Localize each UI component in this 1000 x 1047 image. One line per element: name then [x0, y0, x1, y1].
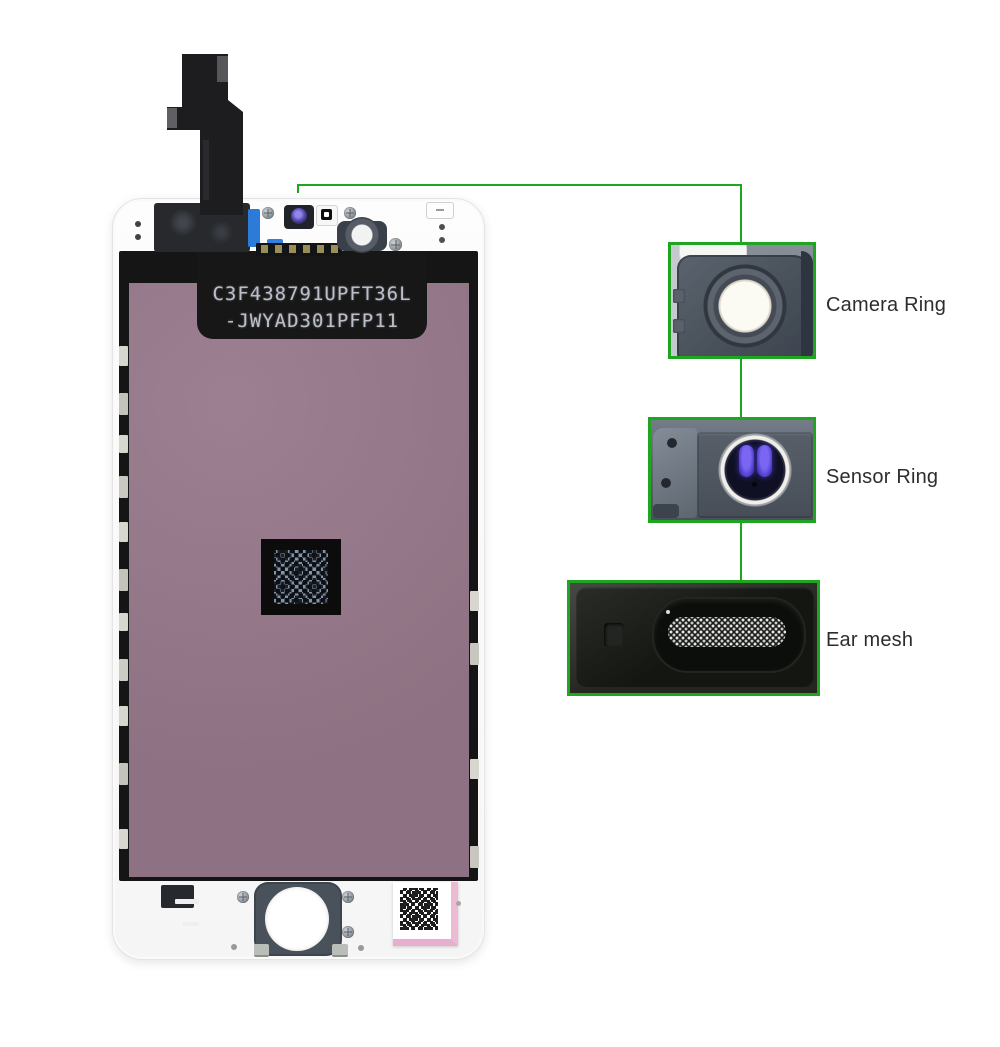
metal-bracket	[332, 944, 348, 957]
camera-ring-shadow-edge	[801, 251, 813, 356]
frame-clip	[470, 643, 479, 665]
frame-hole	[358, 945, 364, 951]
connector-horizontal-line	[298, 184, 742, 186]
qr-sticker-pattern	[400, 888, 438, 930]
ear-mesh-photo	[567, 580, 820, 696]
blue-tape	[248, 209, 260, 247]
sensor-ring-label: Sensor Ring	[826, 466, 939, 488]
earpiece-speaker	[344, 217, 380, 253]
metal-bracket	[254, 944, 269, 957]
camera-holder-dot	[324, 212, 329, 217]
sensor-ring-foot	[653, 504, 679, 518]
frame-clip	[119, 659, 128, 681]
screw	[344, 207, 356, 219]
qr-sticker	[393, 882, 458, 946]
frame-clip	[119, 522, 128, 542]
screw	[342, 926, 354, 938]
frame-clip	[119, 829, 128, 849]
screw	[237, 891, 249, 903]
ear-mesh-label: Ear mesh	[826, 629, 914, 651]
proximity-sensor-lobe	[739, 445, 754, 477]
connector-vertical-line	[740, 184, 742, 582]
sensor-ring-opening	[714, 429, 796, 511]
camera-ring-lens-hole	[701, 262, 789, 350]
front-camera-lens	[291, 208, 307, 224]
frame-clip	[119, 763, 128, 785]
sensor-ring-photo	[648, 417, 816, 523]
home-button-hole	[265, 887, 329, 951]
frame-clip	[119, 706, 128, 726]
frame-hole	[231, 944, 237, 950]
screw	[262, 207, 274, 219]
ear-mesh-slot	[604, 623, 624, 647]
panel-qr-code	[261, 539, 341, 615]
lcd-assembly-photo: C3F438791UPFT36L -JWYAD301PFP11	[112, 198, 485, 960]
sensor-ring-hole	[661, 478, 671, 488]
proximity-sensor-lobe	[757, 445, 772, 477]
flex-cable	[167, 54, 243, 215]
flex-connector-pad	[217, 56, 228, 82]
frame-hole	[456, 901, 461, 906]
frame-clip	[119, 435, 128, 453]
serial-line-2: -JWYAD301PFP11	[224, 310, 400, 332]
frame-clip	[119, 393, 128, 415]
sensor-ring-hole	[667, 438, 677, 448]
frame-etch-mark	[183, 922, 199, 926]
camera-holder-bracket	[316, 205, 338, 226]
frame-clip	[470, 759, 479, 779]
ear-mesh-grille	[668, 617, 786, 647]
bottom-black-tab	[161, 885, 194, 908]
camera-ring-label: Camera Ring	[826, 294, 947, 316]
camera-ring-clip	[673, 289, 685, 303]
frame-clip	[119, 476, 128, 498]
frame-clip	[119, 346, 128, 366]
flex-contact-strip	[256, 243, 342, 256]
sensor-dot	[752, 482, 757, 487]
frame-clip	[470, 846, 479, 868]
frame-etch-mark	[175, 899, 199, 904]
camera-holder-hole	[321, 209, 332, 220]
flex-connector-pad	[167, 108, 177, 128]
frame-hole	[439, 224, 445, 230]
frame-hole	[439, 237, 445, 243]
frame-hole	[135, 221, 141, 227]
connector-start-stub	[297, 184, 299, 193]
frame-clip	[119, 569, 128, 591]
camera-ring-clip	[673, 319, 685, 333]
screw	[389, 238, 402, 251]
screw	[342, 891, 354, 903]
frame-notch	[426, 202, 454, 219]
serial-line-1: C3F438791UPFT36L	[212, 283, 412, 305]
camera-ring-photo	[668, 242, 816, 359]
frame-clip	[119, 613, 128, 631]
frame-hole	[135, 234, 141, 240]
ear-mesh-speck	[666, 610, 670, 614]
frame-clip	[470, 591, 479, 611]
serial-label-tab: C3F438791UPFT36L -JWYAD301PFP11	[197, 251, 427, 339]
panel-qr-pattern	[274, 550, 328, 604]
